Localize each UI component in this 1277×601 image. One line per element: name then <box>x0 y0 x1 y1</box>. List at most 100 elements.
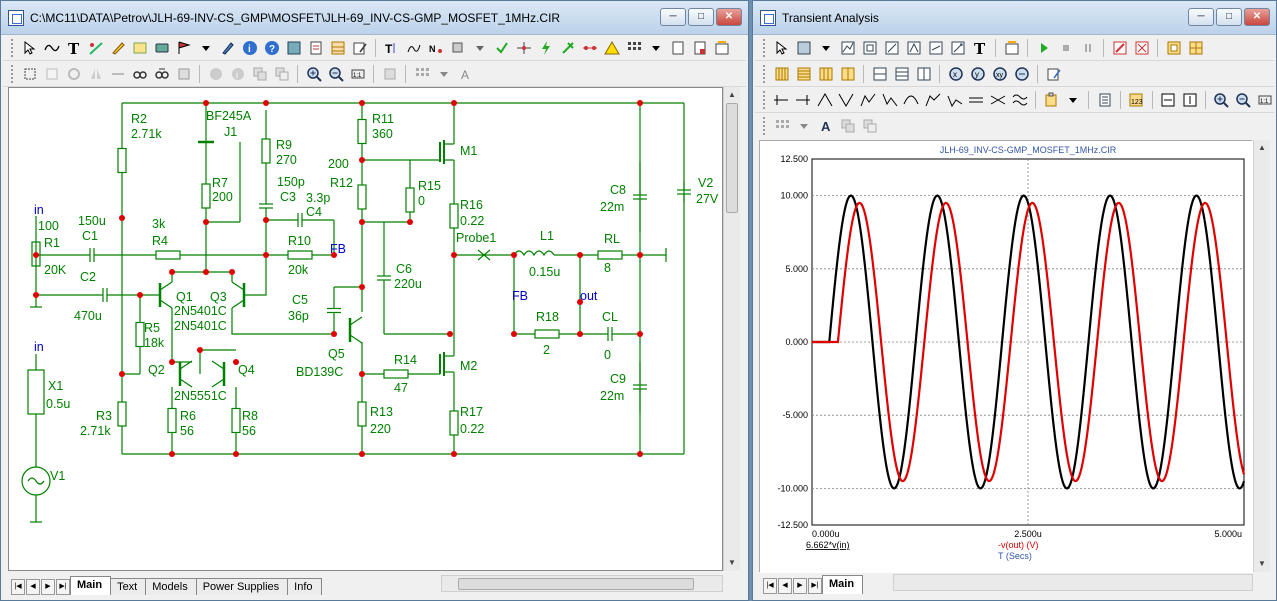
slope-icon[interactable] <box>926 38 945 57</box>
last-page-icon[interactable]: ▶| <box>808 578 822 594</box>
global-high-icon[interactable] <box>924 90 943 109</box>
text-tool-icon[interactable]: T <box>970 38 989 57</box>
dropdown-arrow-icon[interactable] <box>1064 90 1083 109</box>
pin-names-icon[interactable] <box>404 38 423 57</box>
tag-curve-icon[interactable] <box>1110 38 1129 57</box>
top-find-icon[interactable] <box>967 90 986 109</box>
font-icon[interactable]: A <box>816 117 835 136</box>
zoom-x-icon[interactable]: x <box>946 64 965 83</box>
font-icon[interactable]: A <box>456 64 475 83</box>
grid-dots-icon[interactable] <box>624 38 643 57</box>
scale-icon[interactable] <box>794 38 813 57</box>
node-numbers-icon[interactable]: N <box>426 38 445 57</box>
waveform-stack-icon[interactable] <box>1010 90 1029 109</box>
peak-icon[interactable] <box>904 38 923 57</box>
properties-icon[interactable] <box>712 38 731 57</box>
wire-icon[interactable] <box>42 38 61 57</box>
page-icon[interactable] <box>668 38 687 57</box>
zoom-out-icon[interactable] <box>1012 64 1031 83</box>
cursor-right-icon[interactable] <box>794 90 813 109</box>
bottom-find-icon[interactable] <box>989 90 1008 109</box>
maximize-button[interactable]: □ <box>688 8 714 26</box>
zoom-out-icon[interactable] <box>326 64 345 83</box>
pin-connections-icon[interactable] <box>514 38 533 57</box>
bus-icon[interactable] <box>152 38 171 57</box>
attribute-text-icon[interactable]: T <box>382 38 401 57</box>
horizontal-scroll-thumb[interactable] <box>458 578 694 590</box>
schematic-titlebar[interactable]: C:\MC11\DATA\Petrov\JLH-69-INV-CS_GMP\MO… <box>1 1 748 35</box>
close-button[interactable]: ✕ <box>1244 8 1270 26</box>
high-find-icon[interactable] <box>859 90 878 109</box>
info-icon[interactable]: i <box>240 38 259 57</box>
info-disabled-icon[interactable]: i <box>228 64 247 83</box>
transient-titlebar[interactable]: Transient Analysis ─ □ ✕ <box>753 1 1276 35</box>
stop-icon[interactable] <box>1056 38 1075 57</box>
zoom-in-icon[interactable] <box>304 64 323 83</box>
zoom-out-icon[interactable] <box>1234 90 1253 109</box>
zoom-region-icon[interactable] <box>860 38 879 57</box>
copy-disabled-icon[interactable] <box>250 64 269 83</box>
dropdown-arrow-icon[interactable] <box>816 38 835 57</box>
macro-icon[interactable] <box>174 64 193 83</box>
grid-view-icon[interactable] <box>772 117 791 136</box>
toolbar-grip[interactable] <box>763 90 766 109</box>
minimize-button[interactable]: ─ <box>660 8 686 26</box>
plot-vertical-scrollbar[interactable]: ▲ ▼ <box>1253 140 1270 572</box>
dropdown-arrow-icon[interactable] <box>646 38 665 57</box>
valley-find-icon[interactable] <box>837 90 856 109</box>
line-tool-icon[interactable] <box>86 38 105 57</box>
split-horizontal-icon[interactable] <box>870 64 889 83</box>
dropdown-arrow-icon[interactable] <box>196 38 215 57</box>
tab-main[interactable]: Main <box>70 576 112 595</box>
warning-icon[interactable] <box>602 38 621 57</box>
run-icon[interactable] <box>1034 38 1053 57</box>
scroll-up-arrow-icon[interactable]: ▲ <box>728 90 736 99</box>
pause-icon[interactable] <box>1078 38 1097 57</box>
split-both-icon[interactable] <box>914 64 933 83</box>
global-low-icon[interactable] <box>945 90 964 109</box>
close-button[interactable]: ✕ <box>716 8 742 26</box>
rotate-disabled-icon[interactable] <box>64 64 83 83</box>
grid-icon[interactable] <box>328 38 347 57</box>
toolbar-grip[interactable] <box>763 38 766 57</box>
tab-text[interactable]: Text <box>110 578 147 595</box>
toolbar-grip[interactable] <box>763 64 766 83</box>
fit-vertical-icon[interactable] <box>1180 90 1199 109</box>
inflection-icon[interactable] <box>902 90 921 109</box>
tab-power-supplies[interactable]: Power Supplies <box>195 578 289 595</box>
edit-plot-icon[interactable] <box>1044 64 1063 83</box>
vertical-scroll-thumb[interactable] <box>726 103 738 213</box>
clipboard-icon[interactable] <box>1042 90 1061 109</box>
data-points-icon[interactable]: 123 <box>1127 90 1146 109</box>
sheet-icon[interactable] <box>306 38 325 57</box>
axis-grid-4-icon[interactable] <box>838 64 857 83</box>
check-icon[interactable] <box>492 38 511 57</box>
flip-x-icon[interactable] <box>86 64 105 83</box>
prev-page-icon[interactable]: ◀ <box>26 579 40 595</box>
scroll-up-arrow-icon[interactable]: ▲ <box>1258 143 1266 152</box>
first-page-icon[interactable]: |◀ <box>11 579 25 595</box>
zoom-fit-icon[interactable]: 1:1 <box>348 64 367 83</box>
stop-disabled-icon[interactable] <box>206 64 225 83</box>
mirror-icon[interactable] <box>108 64 127 83</box>
toolbar-grip[interactable] <box>11 64 14 83</box>
scroll-down-arrow-icon[interactable]: ▼ <box>1258 559 1266 568</box>
edit-icon[interactable] <box>350 38 369 57</box>
find-next-icon[interactable] <box>152 64 171 83</box>
tab-info[interactable]: Info <box>287 578 322 595</box>
graph-icon[interactable] <box>838 38 857 57</box>
plot-grid-icon[interactable] <box>1186 38 1205 57</box>
select-arrow-icon[interactable] <box>20 38 39 57</box>
low-find-icon[interactable] <box>880 90 899 109</box>
properties-icon[interactable] <box>1002 38 1021 57</box>
zoom-in-icon[interactable] <box>1212 90 1231 109</box>
peak-find-icon[interactable] <box>815 90 834 109</box>
cursor-left-icon[interactable] <box>772 90 791 109</box>
zoom-y-icon[interactable]: y <box>968 64 987 83</box>
find-icon[interactable] <box>130 64 149 83</box>
toolbar-grip[interactable] <box>11 38 14 57</box>
prev-page-icon[interactable]: ◀ <box>778 578 792 594</box>
select-arrow-icon[interactable] <box>772 38 791 57</box>
